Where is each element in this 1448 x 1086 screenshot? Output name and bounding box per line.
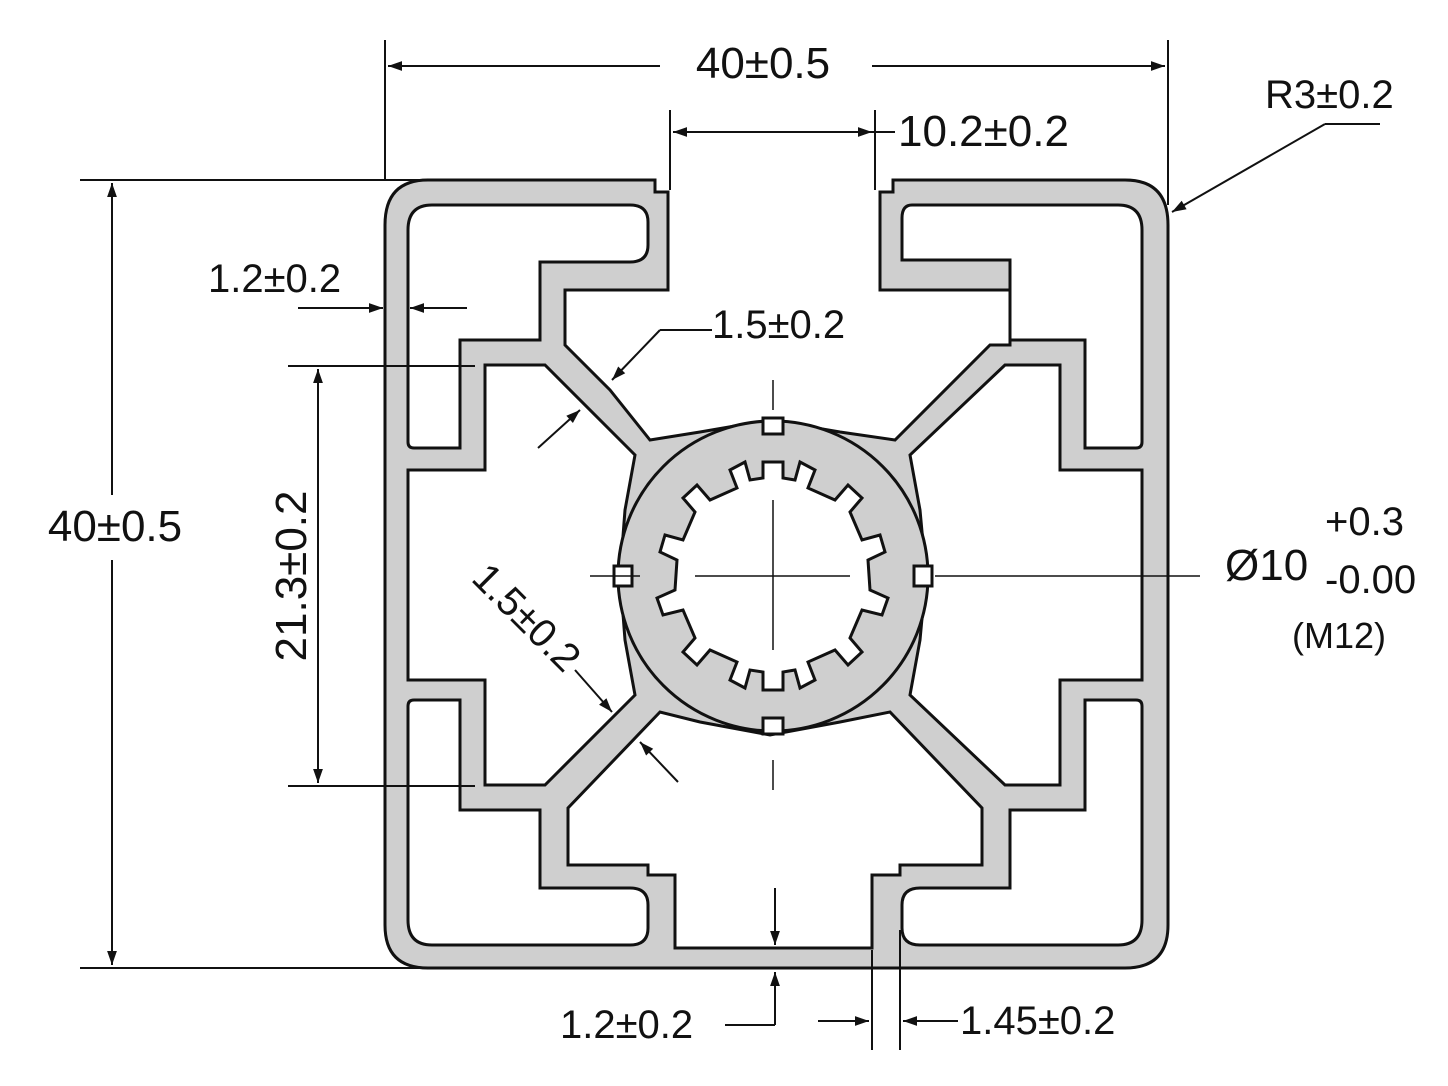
dim-bore-tol-upper: +0.3 bbox=[1325, 500, 1404, 544]
dim-bore-tol-lower: -0.00 bbox=[1325, 558, 1416, 602]
dim-height-overall: 40±0.5 bbox=[48, 502, 182, 551]
dimension-labels: 40±0.5 10.2±0.2 R3±0.2 40±0.5 1.2±0.2 1.… bbox=[48, 39, 1416, 1047]
dim-wall-left: 1.2±0.2 bbox=[208, 257, 341, 301]
dimension-lines bbox=[80, 40, 1380, 1050]
center-lines bbox=[590, 380, 1200, 790]
dim-slot-wall: 1.45±0.2 bbox=[960, 999, 1115, 1043]
dim-inner-height: 21.3±0.2 bbox=[267, 491, 316, 662]
dim-width-overall: 40±0.5 bbox=[696, 39, 830, 88]
dim-slot-opening: 10.2±0.2 bbox=[898, 107, 1069, 156]
dim-thread-note: (M12) bbox=[1292, 615, 1386, 656]
dim-corner-radius: R3±0.2 bbox=[1265, 73, 1394, 117]
dim-wall-bottom: 1.2±0.2 bbox=[560, 1003, 693, 1047]
dim-web-diagonal-lower: 1.5±0.2 bbox=[464, 555, 589, 680]
dim-center-bore: Ø10 bbox=[1225, 541, 1308, 590]
dim-web-diagonal-upper: 1.5±0.2 bbox=[712, 303, 845, 347]
